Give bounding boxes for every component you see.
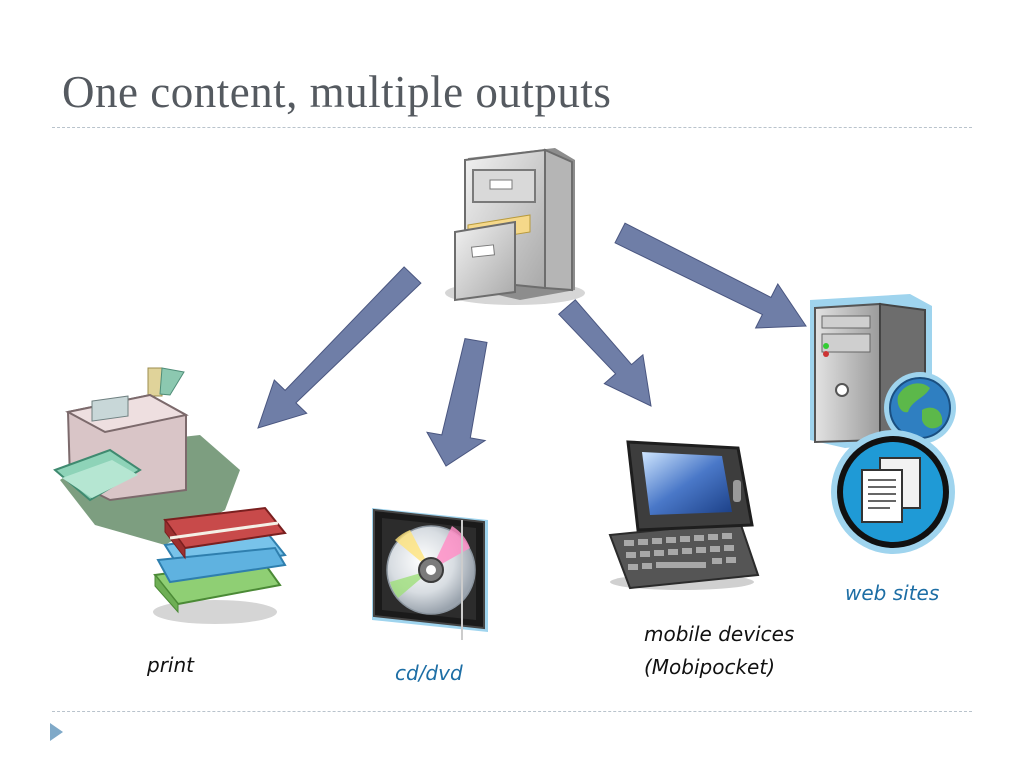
web-sites-label: web sites <box>845 581 940 605</box>
arrow-to-web <box>614 222 807 329</box>
cd-dvd-label: cd/dvd <box>395 661 463 685</box>
footer-divider <box>52 711 972 712</box>
printer-icon <box>53 367 240 545</box>
mobile-device-icon <box>608 440 760 590</box>
web-pages-icon <box>831 430 955 554</box>
flow-arrows <box>257 222 807 467</box>
cd-case-icon <box>372 508 488 640</box>
arrow-to-print <box>257 266 422 429</box>
bullet-arrow-icon <box>50 723 63 741</box>
books-icon <box>153 506 287 624</box>
globe-icon <box>884 372 956 444</box>
slide-title: One content, multiple outputs <box>62 67 612 117</box>
arrow-to-mobile <box>557 299 652 407</box>
mobile-devices-label: mobile devices <box>644 622 795 646</box>
file-cabinet-icon <box>445 148 585 305</box>
arrow-to-cd-dvd <box>426 338 488 467</box>
title-divider <box>52 127 972 128</box>
mobipocket-label: (Mobipocket) <box>644 655 776 679</box>
print-label: print <box>147 653 194 677</box>
